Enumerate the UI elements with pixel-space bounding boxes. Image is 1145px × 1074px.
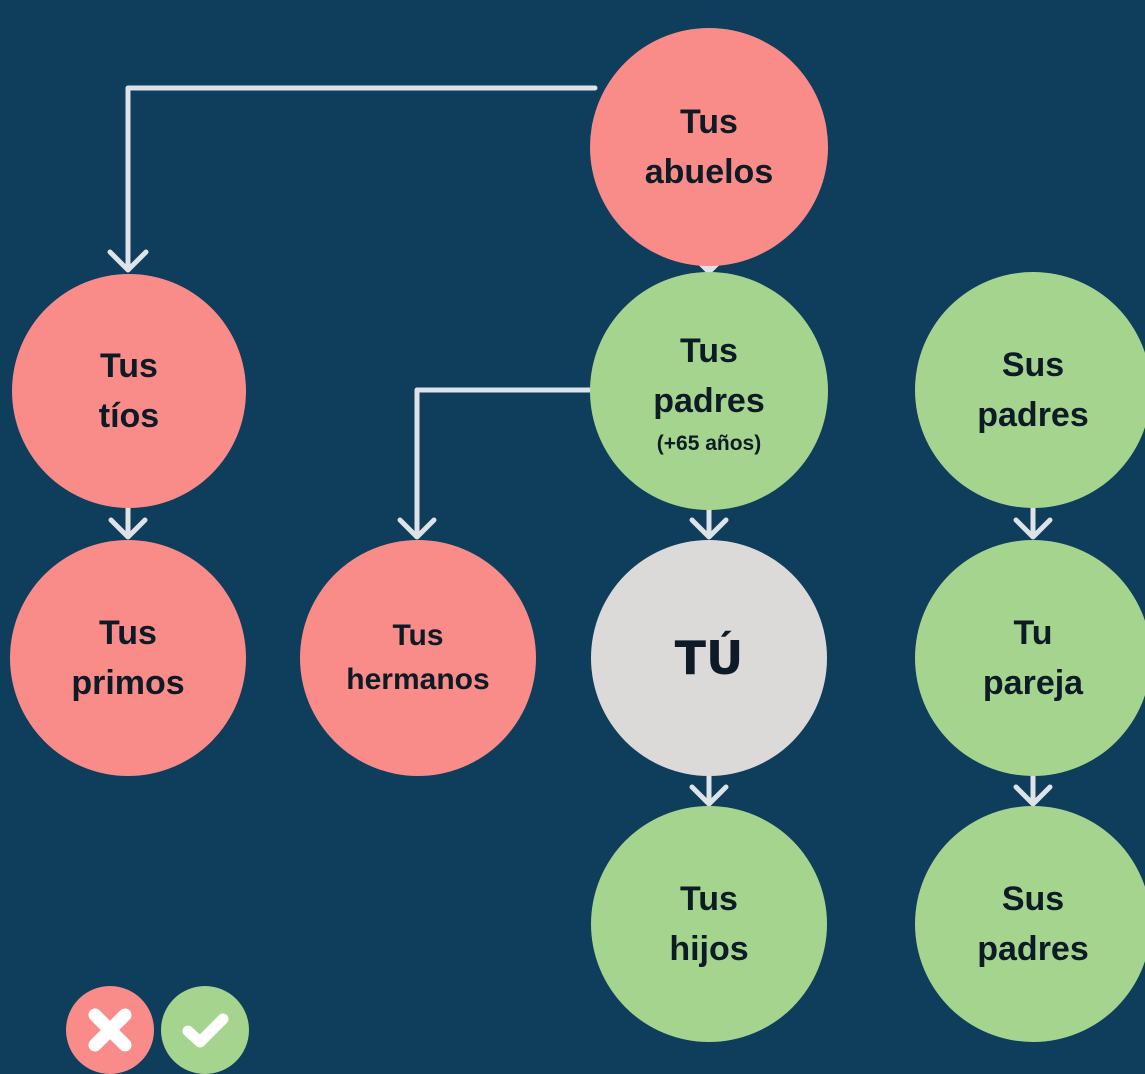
node-sus-padres-bottom-line1: Sus [1001, 879, 1065, 918]
arrowhead-suspadres-bottom [1013, 784, 1053, 807]
node-pareja-line2: pareja [982, 664, 1084, 702]
node-sus-padres-top-line2: padres [977, 396, 1089, 434]
node-hermanos-line1: Tus [392, 618, 444, 652]
node-sus-padres-bottom-line2: padres [977, 930, 1089, 968]
node-abuelos-line2: abuelos [644, 153, 774, 191]
node-padres-line2: padres [653, 382, 765, 421]
node-tu: TÚ [591, 540, 827, 776]
node-sus-padres-top: Sus padres [915, 272, 1145, 508]
node-tu-label: TÚ [674, 631, 744, 685]
node-pareja-line1: Tu [1013, 613, 1053, 652]
node-padres: Tus padres (+65 años) [590, 272, 828, 510]
node-abuelos: Tus abuelos [590, 28, 828, 266]
arrowhead-tios [107, 249, 149, 273]
connector-abuelos-tios [125, 85, 598, 271]
node-hermanos-line2: hermanos [346, 663, 490, 696]
node-hermanos: Tus hermanos [300, 540, 536, 776]
node-hijos-line1: Tus [680, 879, 738, 918]
node-abuelos-line1: Tus [680, 102, 738, 141]
connector-padres-hermanos [414, 387, 598, 539]
check-icon [161, 986, 249, 1074]
node-hijos-line2: hijos [669, 930, 749, 968]
arrowhead-hermanos [397, 517, 437, 540]
arrowhead-pareja [1013, 517, 1053, 540]
node-tios-line2: tíos [98, 397, 160, 435]
node-pareja: Tu pareja [915, 540, 1145, 776]
arrowhead-primos [108, 517, 148, 540]
node-sus-padres-top-line1: Sus [1001, 345, 1065, 384]
node-padres-note: (+65 años) [656, 431, 762, 455]
node-primos: Tus primos [10, 540, 246, 776]
cross-icon-glyph [88, 1008, 132, 1052]
node-primos-line2: primos [71, 664, 185, 702]
node-hijos: Tus hijos [591, 806, 827, 1042]
node-padres-line1: Tus [680, 332, 738, 371]
node-sus-padres-bottom: Sus padres [915, 806, 1145, 1042]
cross-icon [66, 986, 154, 1074]
node-tios-line1: Tus [100, 346, 158, 385]
node-tios: Tus tíos [12, 274, 246, 508]
arrowhead-hijos [689, 784, 729, 807]
arrowhead-tu [689, 517, 729, 540]
check-icon-glyph [182, 1013, 229, 1048]
node-primos-line1: Tus [99, 613, 157, 652]
